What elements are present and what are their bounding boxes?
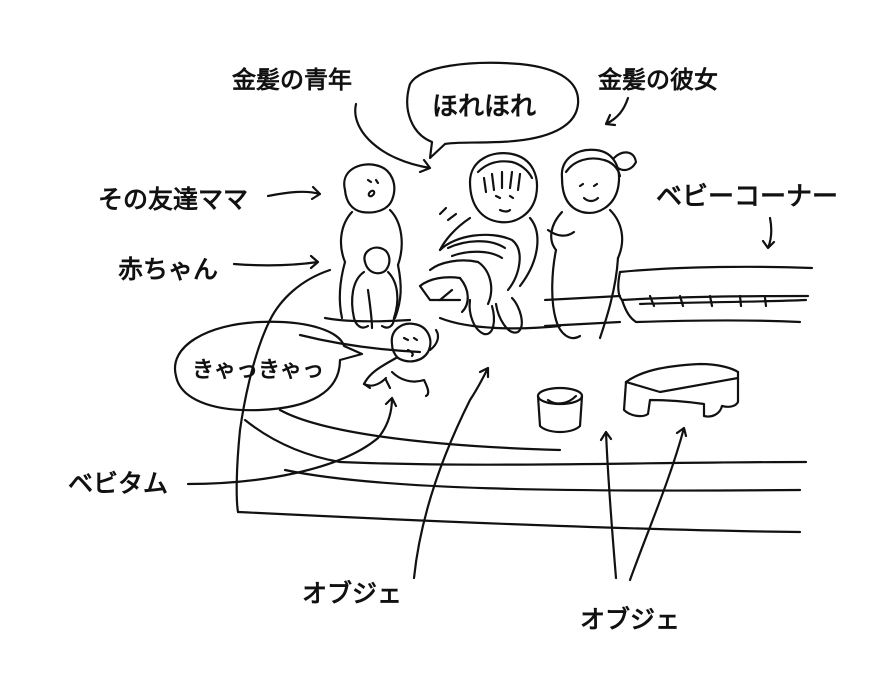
objet-table	[624, 364, 738, 417]
beby-tum-figure	[364, 324, 438, 396]
label-baby-corner: ベビーコーナー	[656, 182, 839, 212]
horehore-bubble	[407, 63, 578, 158]
label-friend-mama: その友達ママ	[98, 185, 249, 214]
label-beby-tum: ベビタム	[68, 469, 169, 498]
kyakkya-text: きゃっきゃっ	[192, 358, 325, 383]
label-objet-left: オブジェ	[302, 579, 403, 608]
kyakkya-bubble	[175, 322, 362, 410]
baby-figure	[352, 248, 397, 328]
objet-bucket	[538, 388, 582, 432]
leader-lines	[188, 98, 774, 580]
blond-man-figure	[440, 153, 537, 286]
play-mat	[237, 270, 806, 532]
blond-girlfriend-figure	[548, 150, 636, 338]
friend-mama-figure	[340, 164, 402, 318]
label-blond-girlfriend: 金髪の彼女	[598, 66, 718, 94]
horehore-text: ほれほれ	[432, 92, 537, 122]
stroller-figure	[420, 235, 522, 334]
label-objet-right: オブジェ	[580, 605, 681, 634]
baby-corner-platform	[545, 267, 812, 322]
label-blond-young-man: 金髪の青年	[232, 66, 352, 94]
label-baby: 赤ちゃん	[118, 255, 219, 284]
